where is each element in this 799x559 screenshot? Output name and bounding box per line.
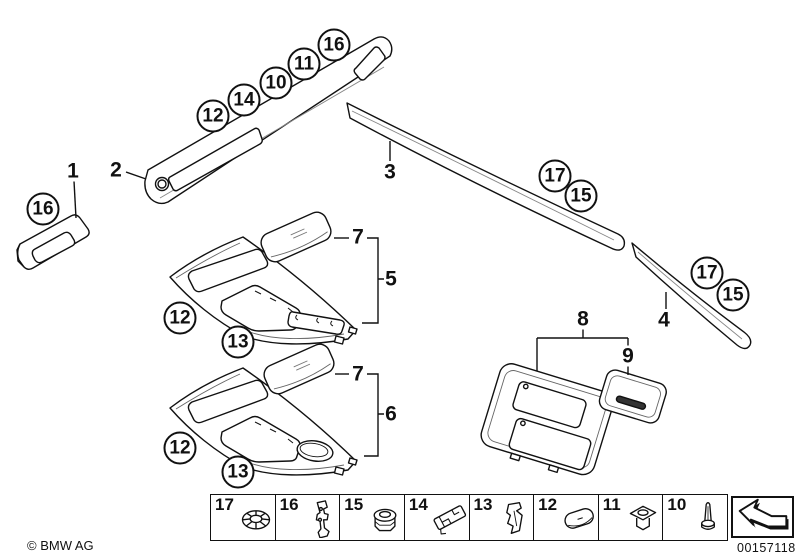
legend-number: 12 [538, 495, 558, 514]
leader-lines [73, 141, 667, 457]
callout-circle-12-console-upper[interactable]: 12 [163, 301, 197, 335]
legend-item-16[interactable]: 16 [276, 495, 341, 540]
callout-circle-15-front[interactable]: 15 [564, 179, 598, 213]
legend-number: 17 [215, 495, 234, 514]
part-label-8[interactable]: 8 [576, 307, 590, 331]
callout-circle-12-dash[interactable]: 12 [196, 99, 230, 133]
legend-number: 13 [473, 495, 493, 514]
legend-number: 15 [344, 495, 364, 514]
legend-item-13[interactable]: 13 [470, 495, 535, 540]
part-label-3[interactable]: 3 [383, 160, 397, 184]
expanding-rivet-icon [701, 502, 715, 530]
callout-circle-16-left[interactable]: 16 [26, 192, 60, 226]
callout-circle-11-dash[interactable]: 11 [287, 47, 321, 81]
callout-circle-13-console-lower[interactable]: 13 [221, 455, 255, 489]
legend-item-14[interactable]: 14 [405, 495, 470, 540]
part-label-9[interactable]: 9 [621, 344, 635, 368]
copyright-note: © BMW AG [27, 538, 94, 553]
part-label-5[interactable]: 5 [384, 267, 398, 291]
legend-item-10[interactable]: 10 [663, 495, 727, 540]
legend-number: 11 [602, 495, 621, 514]
legend-number: 10 [667, 495, 687, 514]
spring-washer-icon [241, 510, 270, 530]
part-label-4[interactable]: 4 [657, 308, 671, 332]
flat-spring-clip-icon [432, 505, 466, 535]
part-4-rear-door-trim [631, 242, 752, 350]
part-9-cover [598, 369, 667, 424]
nav-arrow-button[interactable] [731, 496, 794, 538]
part-8-rear-console-trim [480, 363, 614, 476]
callout-circle-10-dash[interactable]: 10 [259, 66, 293, 100]
image-number: 00157118 [737, 541, 796, 555]
callout-circle-14-dash[interactable]: 14 [227, 83, 261, 117]
part-label-1[interactable]: 1 [66, 159, 80, 183]
part-2-dashboard-trim [144, 36, 393, 205]
callout-circle-13-console-upper[interactable]: 13 [221, 325, 255, 359]
legend-item-15[interactable]: 15 [340, 495, 405, 540]
part-1-dash-trim [16, 214, 90, 270]
callout-circle-12-console-lower[interactable]: 12 [163, 431, 197, 465]
callout-circle-17-rear[interactable]: 17 [690, 256, 724, 290]
part-label-7-upper[interactable]: 7 [351, 225, 365, 249]
part-6-console-trim [169, 367, 358, 476]
part-label-6[interactable]: 6 [384, 402, 398, 426]
legend-number: 16 [279, 495, 299, 514]
part-5-console-trim [169, 236, 358, 345]
retaining-clip-icon [315, 500, 330, 538]
sheet-metal-clip-icon [506, 502, 523, 534]
part-7-cover-upper [257, 208, 335, 266]
part-7-cover-lower [260, 340, 338, 398]
legend-item-17[interactable]: 17 [211, 495, 276, 540]
legend-number: 14 [408, 495, 428, 514]
fastener-legend: 17 16 15 14 [210, 494, 728, 541]
part-label-7-lower[interactable]: 7 [351, 362, 365, 386]
part-label-2[interactable]: 2 [109, 158, 123, 182]
callout-circle-16-dash[interactable]: 16 [317, 28, 351, 62]
grommet-nut-icon [373, 508, 397, 532]
callout-circle-15-rear[interactable]: 15 [716, 278, 750, 312]
legend-item-12[interactable]: 12 [534, 495, 599, 540]
direction-arrow-icon [738, 498, 788, 530]
clip-nut-icon [630, 505, 657, 531]
legend-item-11[interactable]: 11 [599, 495, 664, 540]
part-3-front-door-trim [346, 102, 626, 251]
callout-circle-17-front[interactable]: 17 [538, 159, 572, 193]
oval-cover-icon [564, 508, 594, 529]
